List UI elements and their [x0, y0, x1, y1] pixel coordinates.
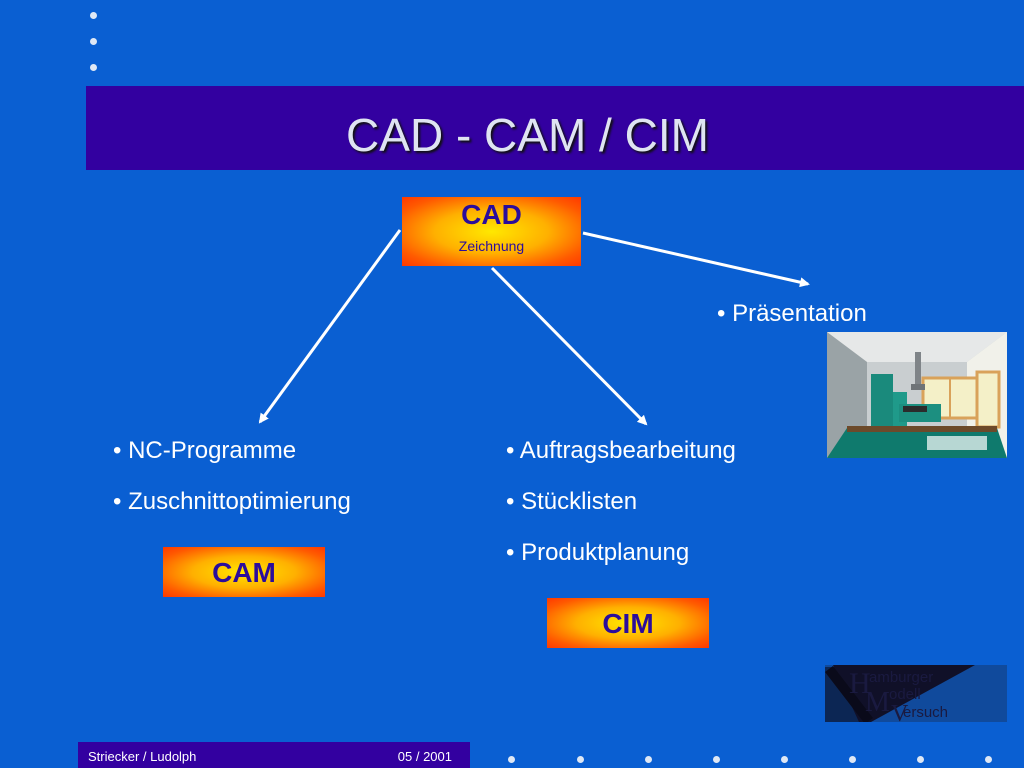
- cam-box: CAM: [163, 547, 325, 597]
- decor-dot: [713, 756, 720, 763]
- decor-dot: [849, 756, 856, 763]
- bullet-zuschnittoptimierung: • Zuschnittoptimierung: [113, 488, 351, 515]
- cim-label: CIM: [602, 608, 654, 639]
- decor-dot: [781, 756, 788, 763]
- cim-box: CIM: [547, 598, 709, 648]
- footer-date: 05 / 2001: [397, 749, 452, 764]
- footer-bar: Striecker / Ludolph 05 / 2001: [78, 742, 470, 768]
- cad-sub-label: Zeichnung: [458, 238, 525, 254]
- cam-label: CAM: [212, 557, 276, 588]
- decor-dot: [90, 64, 97, 71]
- title-band: CAD - CAM / CIM: [86, 86, 1024, 170]
- arrow-to-presentation: [582, 231, 810, 288]
- kitchen-render-image: [827, 332, 1007, 458]
- bullet-nc-programme: • NC-Programme: [113, 437, 297, 464]
- bullet-praesentation: • Präsentation: [717, 300, 867, 327]
- decor-dot: [577, 756, 584, 763]
- svg-text:V: V: [891, 701, 909, 722]
- hamburger-modellversuch-logo: H M V amburger odell ersuch: [825, 665, 1007, 722]
- bullet-stuecklisten: • Stücklisten: [506, 488, 638, 515]
- bullet-auftragsbearbeitung: • Auftragsbearbeitung: [506, 437, 736, 464]
- arrow-to-cim: [490, 266, 648, 426]
- slide-title: CAD - CAM / CIM: [346, 109, 709, 161]
- svg-text:ersuch: ersuch: [903, 704, 948, 721]
- decor-dot: [645, 756, 652, 763]
- decor-dot: [985, 756, 992, 763]
- arrow-to-cam: [258, 229, 402, 424]
- svg-text:M: M: [865, 687, 890, 718]
- svg-text:amburger: amburger: [869, 669, 933, 686]
- svg-text:H: H: [849, 667, 871, 700]
- decor-dot: [508, 756, 515, 763]
- svg-text:odell: odell: [889, 686, 921, 703]
- decor-dot: [90, 12, 97, 19]
- footer-authors: Striecker / Ludolph: [88, 749, 197, 764]
- cad-label: CAD: [461, 199, 522, 230]
- decor-dot: [917, 756, 924, 763]
- cad-box: CAD Zeichnung: [402, 197, 581, 266]
- decor-dot: [90, 38, 97, 45]
- bullet-produktplanung: • Produktplanung: [506, 539, 690, 566]
